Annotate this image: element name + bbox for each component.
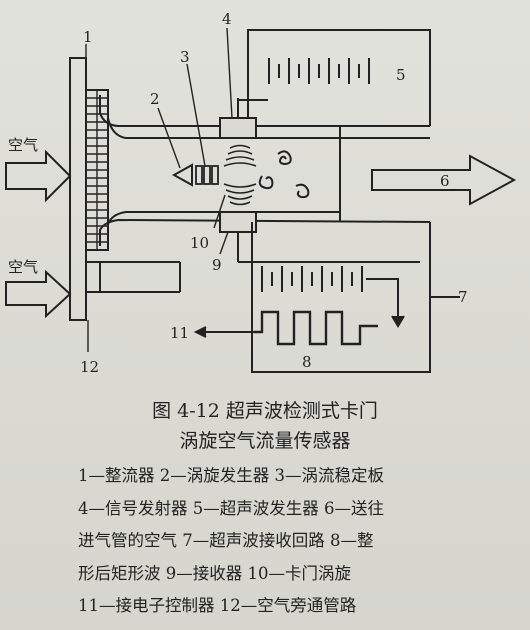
figure-caption: 图 4-12 超声波检测式卡门 涡旋空气流量传感器 — [0, 396, 530, 456]
figure-legend: 1—整流器 2—涡旋发生器 3—涡流稳定板 4—信号发射器 5—超声波发生器 6… — [78, 460, 518, 623]
legend-line-4: 形后矩形波 9—接收器 10—卡门涡旋 — [78, 563, 351, 583]
caption-line-2: 涡旋空气流量传感器 — [179, 430, 351, 452]
legend-line-3: 进气管的空气 7—超声波接收回路 8—整 — [78, 531, 374, 550]
receiving-circuit-box — [251, 222, 431, 373]
duct-wall-bottom-inner — [107, 211, 340, 236]
ultrasonic-pulses-bottom — [261, 266, 363, 292]
square-wave — [254, 310, 378, 346]
loop-arrowhead — [391, 315, 405, 328]
vortex-swirl-1 — [277, 150, 292, 166]
vortex-generator — [171, 163, 193, 187]
label-air-bottom: 空气 — [8, 258, 38, 276]
label-9: 9 — [212, 256, 222, 274]
ultrasonic-generator-box — [247, 29, 431, 126]
legend-line-2: 4—信号发射器 5—超声波发生器 6—送往 — [78, 498, 384, 518]
label-11: 11 — [170, 324, 189, 342]
label-3: 3 — [180, 48, 190, 66]
air-outlet-arrow — [371, 154, 517, 206]
signal-emitter — [219, 117, 257, 139]
duct-wall-top-outer — [99, 95, 430, 127]
label-2: 2 — [150, 90, 160, 108]
bypass-passage — [86, 261, 181, 293]
ecu-arrowhead — [193, 326, 207, 338]
air-inlet-arrow-top — [5, 149, 72, 203]
label-5: 5 — [396, 66, 406, 84]
vortex-swirl-2 — [258, 175, 274, 190]
legend-line-1: 1—整流器 2—涡旋发生器 3—涡流稳定板 — [78, 466, 384, 485]
karman-vortex-waves — [223, 144, 257, 206]
duct-wall-bottom-outer — [99, 218, 431, 246]
caption-line-1: 图 4-12 超声波检测式卡门 — [152, 400, 378, 422]
label-6: 6 — [440, 172, 450, 190]
loop-line — [366, 278, 399, 324]
receiver — [219, 211, 257, 233]
duct-wall-top-inner — [107, 104, 340, 139]
label-8: 8 — [302, 353, 312, 371]
label-12: 12 — [80, 358, 99, 376]
label-7: 7 — [458, 288, 468, 306]
stabilizer-plate — [195, 165, 219, 185]
label-4: 4 — [222, 10, 232, 28]
vortex-swirl-3 — [295, 183, 310, 199]
label-1: 1 — [83, 28, 93, 46]
air-inlet-arrow-bottom — [5, 269, 72, 319]
sensor-diagram: 1 2 3 4 5 6 7 8 9 10 11 12 空气 空气 — [5, 10, 517, 376]
legend-line-5: 11—接电子控制器 12—空气旁通管路 — [78, 596, 357, 615]
ultrasonic-pulses-top — [268, 58, 370, 84]
rectifier-flange — [69, 57, 87, 321]
label-air-top: 空气 — [8, 136, 38, 154]
label-10: 10 — [190, 234, 209, 252]
rectifier-grid — [86, 90, 108, 250]
